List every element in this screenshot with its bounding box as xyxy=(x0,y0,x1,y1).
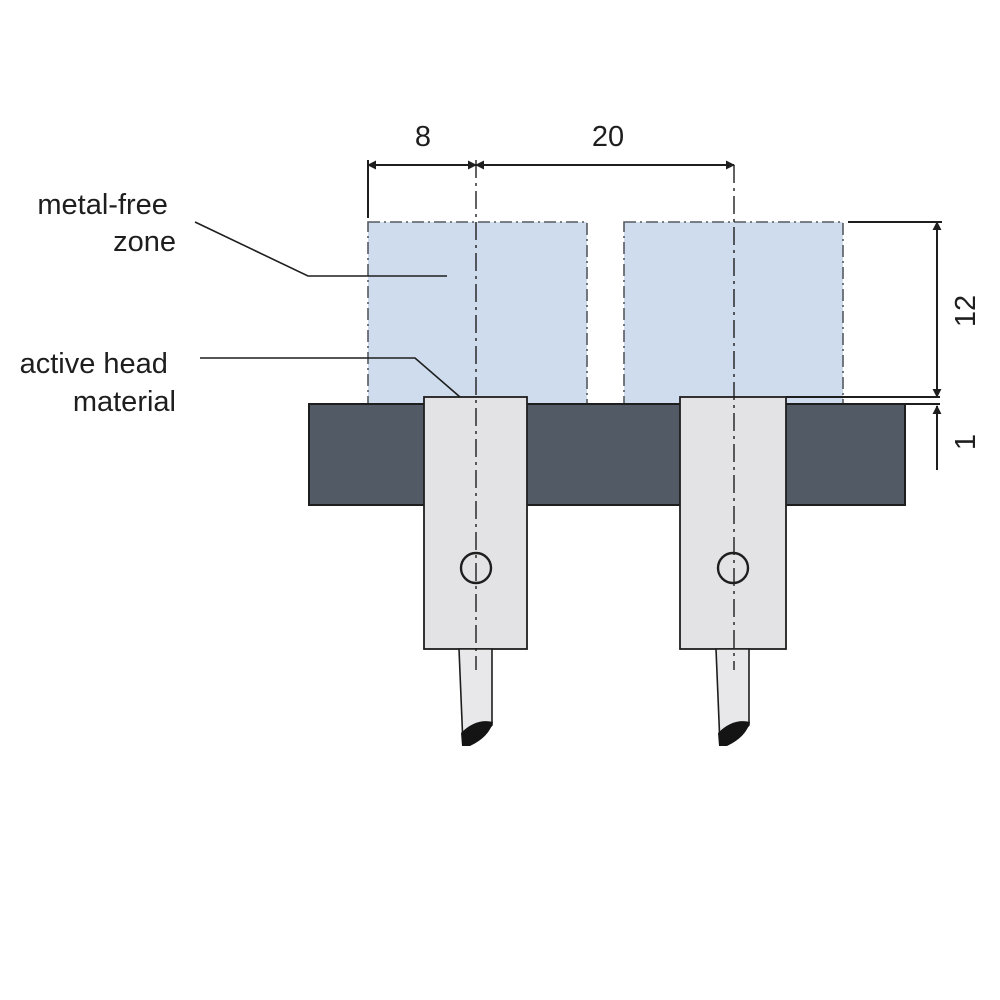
label-metal-free-zone-line2: zone xyxy=(113,226,176,258)
label-metal-free-zone-line1: metal-free xyxy=(37,189,168,221)
label-active-head-material: active head material xyxy=(20,348,176,418)
cable-right xyxy=(715,648,750,746)
dimension-label-plate-gap: 1 xyxy=(950,434,982,450)
leader-metal-free-zone xyxy=(194,221,447,277)
cable-left xyxy=(458,648,493,746)
mounting-hole-right xyxy=(716,551,750,585)
label-active-head-material-line1: active head xyxy=(20,348,168,380)
dimension-label-spacing: 20 xyxy=(592,121,624,153)
mounting-hole-left xyxy=(459,551,493,585)
dimension-label-zone-height: 12 xyxy=(950,295,982,327)
label-metal-free-zone: metal-free zone xyxy=(37,189,176,258)
label-active-head-material-line2: material xyxy=(73,386,176,418)
mounting-plate xyxy=(308,403,906,506)
sensor-head-right xyxy=(679,396,787,650)
leader-active-head-material xyxy=(200,357,461,398)
dimension-label-offset: 8 xyxy=(415,121,431,153)
metal-free-zone-left xyxy=(367,221,588,405)
